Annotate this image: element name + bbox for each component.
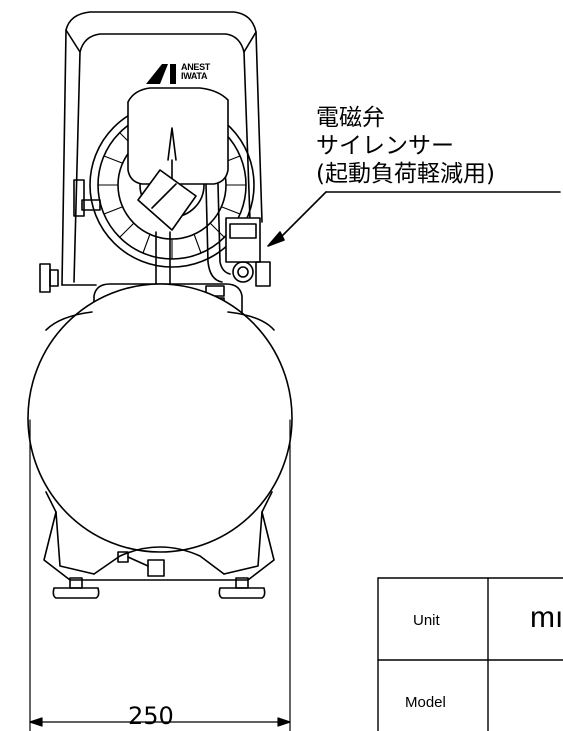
air-tank: [27, 283, 293, 553]
connecting-rod: [137, 169, 197, 231]
solenoid-callout-label: 電磁弁 サイレンサー (起動負荷軽減用): [316, 104, 495, 188]
brand-logo-text: ANEST IWATA: [181, 63, 210, 81]
brand-line-1: ANEST: [181, 62, 211, 72]
callout-line-3: (起動負荷軽減用): [316, 161, 495, 187]
discharge-pipe: [205, 183, 231, 283]
motor-cover: [61, 11, 263, 286]
brand-line-2: IWATA: [181, 71, 208, 81]
callout-leader: [267, 191, 561, 247]
drain-valve: [117, 551, 165, 577]
brand-logo-mark: [146, 64, 176, 84]
left-side-bracket: [39, 179, 101, 293]
callout-line-2: サイレンサー: [316, 133, 454, 159]
solenoid-valve: [225, 217, 271, 287]
callout-line-1: 電磁弁: [316, 105, 385, 131]
width-dimension-value: 250: [128, 702, 174, 730]
tank-legs: [43, 491, 275, 581]
unit-value: mı: [530, 601, 563, 634]
dimension-lines: [29, 419, 291, 731]
title-block: [377, 577, 563, 731]
cylinder-head: [127, 87, 229, 185]
unit-label: Unit: [413, 612, 440, 629]
support-post: [155, 231, 171, 285]
model-label: Model: [405, 694, 446, 711]
rubber-feet: [52, 577, 266, 599]
